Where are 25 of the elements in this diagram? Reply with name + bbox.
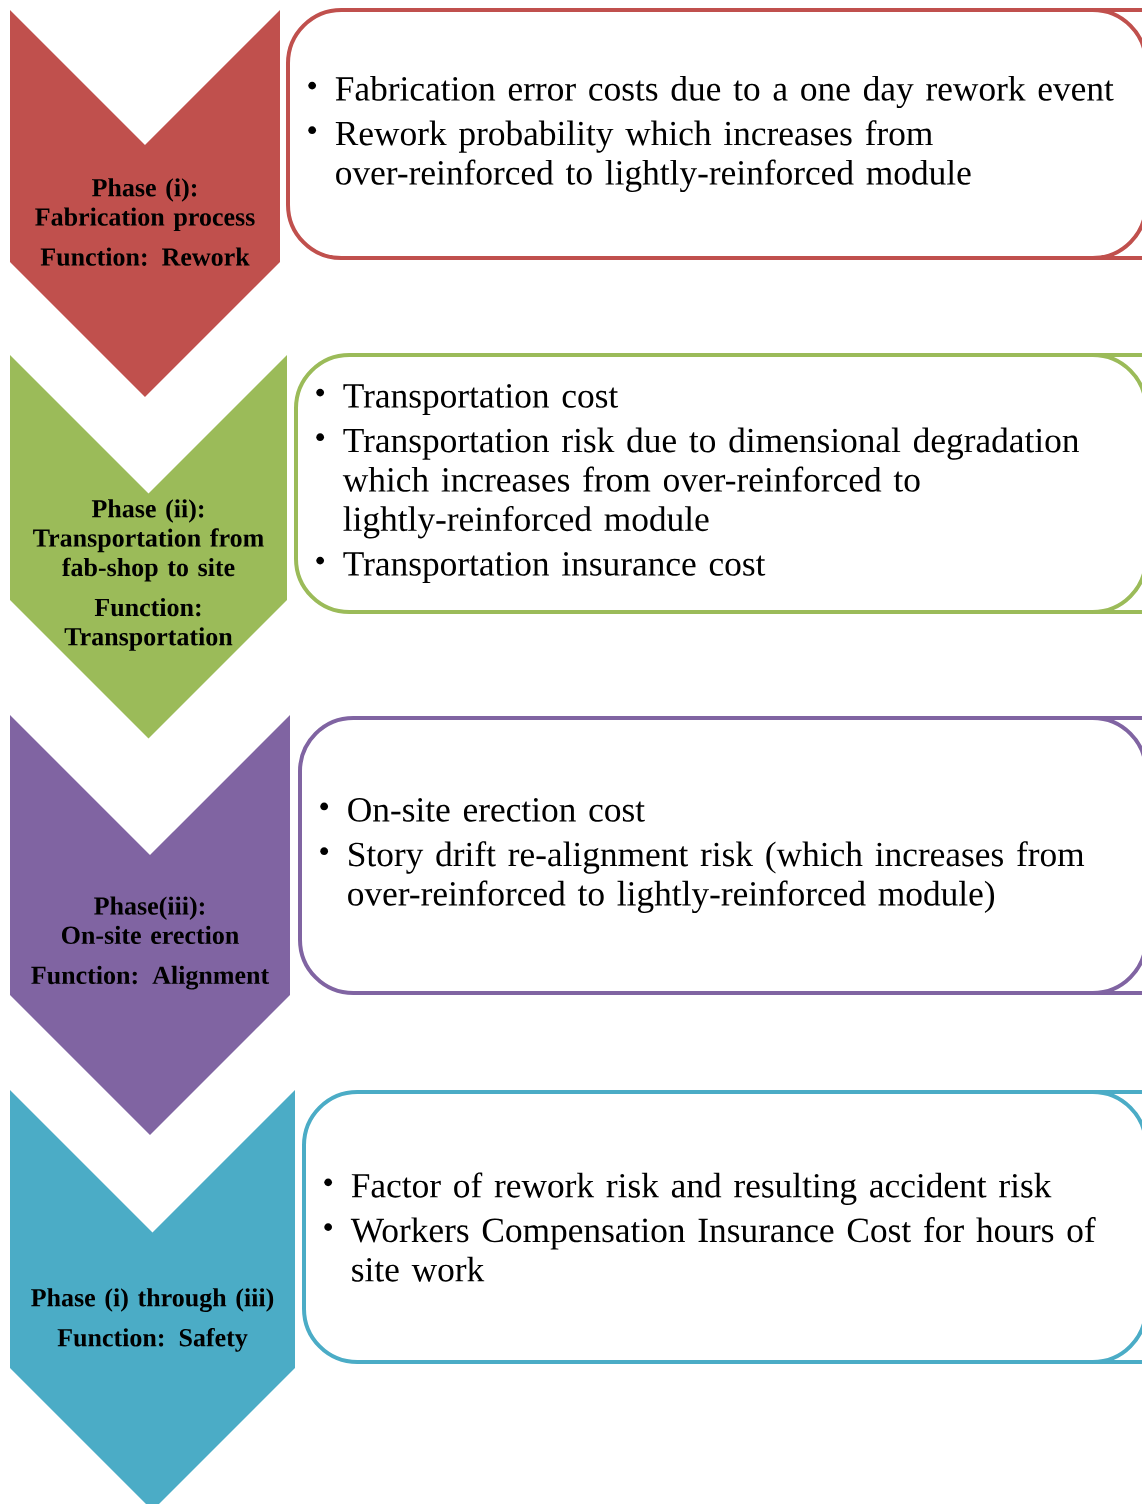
phase-band (10, 10, 280, 397)
text-box (286, 8, 1142, 260)
bullet-item: Factor of rework risk and resulting accident risk (351, 1172, 1052, 1205)
chevron-label: Function: Safety (57, 1327, 248, 1352)
bullet-item: Story drift re-alignment risk (which increases from over-reinforced to lightly-reinforced module) (348, 841, 1085, 914)
chevron-label: Function: Rework (40, 247, 250, 266)
text-box (294, 353, 1142, 614)
text-box (298, 716, 1142, 995)
chevron-label: Phase (i) through (iii) (31, 1288, 274, 1312)
bullet-item: On-site erection cost (348, 798, 645, 822)
bullet-item: Transportation cost (343, 384, 619, 415)
bullet-item: Workers Compensation Insurance Cost for hours of site work (350, 1217, 1096, 1282)
chevron-label: Phase(iii): On-site erection (62, 896, 239, 945)
chevron-label: Phase (i): Fabrication process (35, 178, 255, 232)
bullet-item: Transportation insurance cost (343, 552, 766, 583)
text-box (302, 1090, 1142, 1364)
bullet-item: Rework probability which increases from over-reinforced to lightly-reinforced module (335, 120, 971, 193)
chevron-label: Phase (ii): Transportation from fab-shop to site (33, 499, 264, 582)
chevron-label: Function: Alignment (31, 965, 270, 990)
phase-band (10, 1090, 295, 1504)
phase-band (10, 715, 290, 1135)
phase-band (10, 355, 287, 739)
bullet-item: Fabrication error costs due to a one day rework event (335, 75, 1114, 109)
bullet-item: Transportation risk due to dimensional degradation which increases from over-reinforced to lightly-reinforced module (342, 427, 1079, 539)
chevron-label: Function: Transportation (64, 597, 233, 651)
